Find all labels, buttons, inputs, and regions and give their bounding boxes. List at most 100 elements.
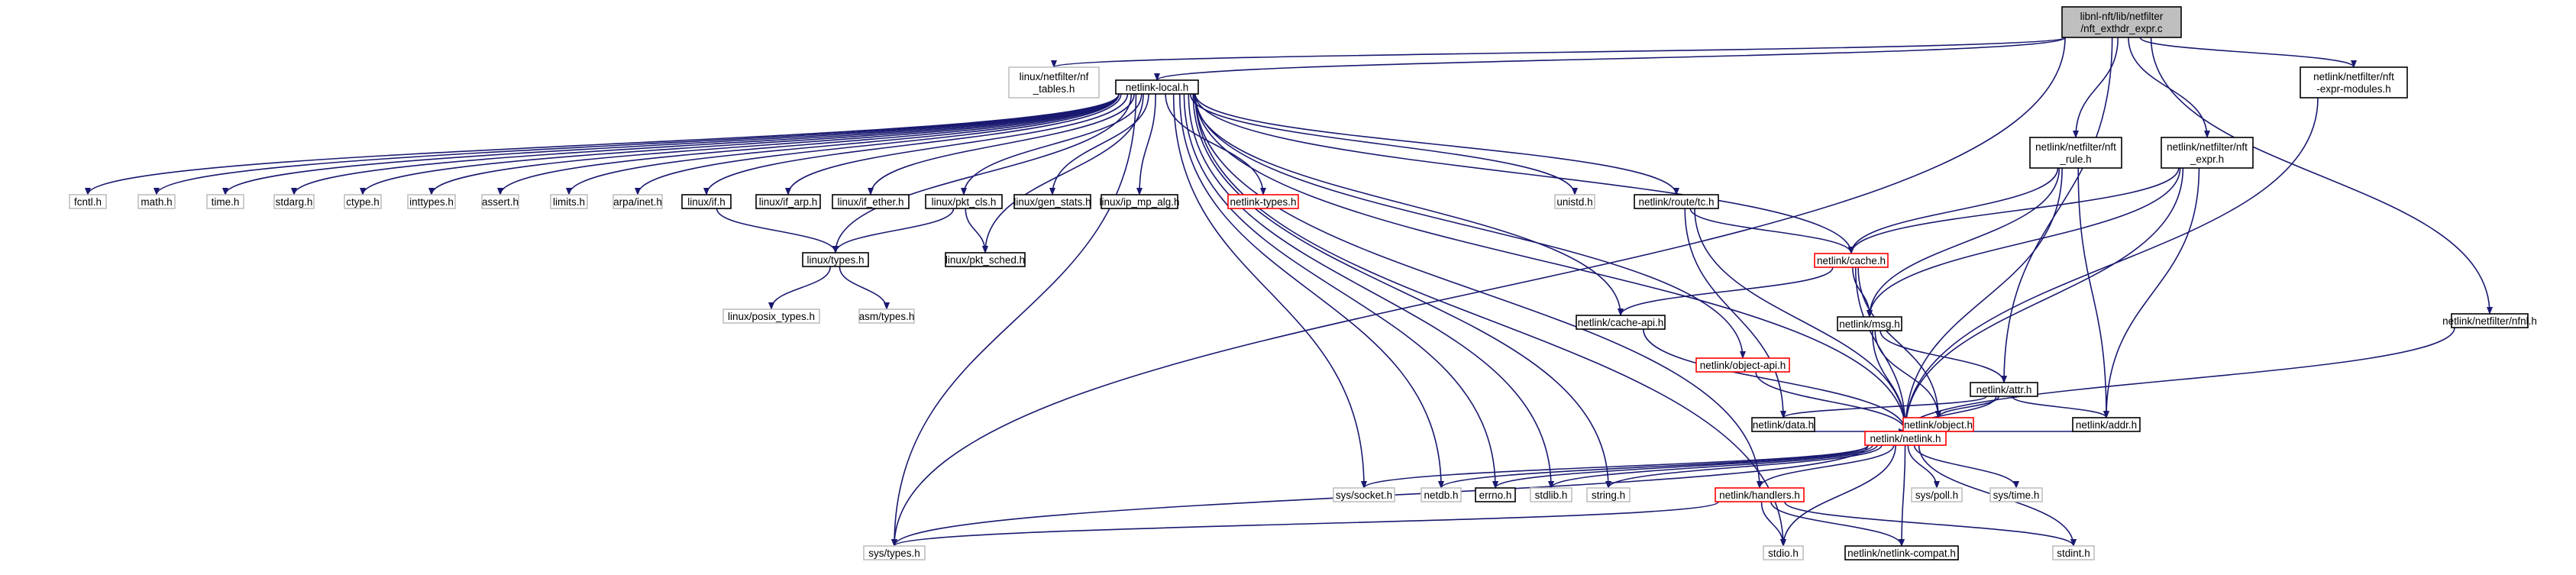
node-linux-if-arp[interactable]: linux/if_arp.h [755, 194, 821, 209]
node-object-api[interactable]: netlink/object-api.h [1695, 357, 1790, 373]
node-route-tc[interactable]: netlink/route/tc.h [1634, 194, 1719, 209]
edge-msg-to-netlink [1871, 330, 1909, 432]
node-label: netlink/netfilter/nfnl.h [2442, 315, 2537, 327]
edge-netlink_local-to-netlink_types [1165, 93, 1266, 195]
node-label: unistd.h [1556, 196, 1592, 208]
node-label: linux/posix_types.h [728, 311, 815, 322]
node-linux-types[interactable]: linux/types.h [802, 252, 869, 267]
node-label: linux/if_ether.h [837, 196, 903, 208]
edge-nft_expr-to-netlink [1902, 167, 2184, 432]
node-label: netlink/cache.h [1817, 255, 1886, 267]
node-label: netlink-local.h [1126, 82, 1189, 93]
node-label: netlink/msg.h [1839, 318, 1900, 330]
edge-netlink_local-to-stdio [1194, 93, 1786, 547]
edge-root-to-nft_expr_modules [2139, 37, 2357, 68]
edge-linux_if-to-linux_types [716, 208, 839, 254]
node-linux-ip-mp-alg[interactable]: linux/ip_mp_alg.h [1099, 194, 1180, 209]
edge-nft_expr_modules-to-netlink [1902, 97, 2319, 432]
edge-handlers-to-sys_types [891, 501, 1719, 547]
edge-linux_pkt_cls-to-linux_types [832, 208, 955, 254]
edge-netlink_local-to-linux_if_arp [785, 93, 1129, 195]
node-label: limits.h [553, 196, 585, 208]
node-label: netlink/object-api.h [1700, 360, 1786, 371]
node-label: -expr-modules.h [2316, 83, 2391, 95]
node-label: /nft_exthdr_expr.c [2080, 23, 2163, 34]
node-label: netlink/route/tc.h [1638, 196, 1714, 208]
node-linux-gen-stats[interactable]: linux/gen_stats.h [1013, 194, 1091, 209]
node-object[interactable]: netlink/object.h [1902, 417, 1974, 432]
edge-netlink_local-to-cache [1194, 93, 1854, 254]
node-label: netlink/netlink-compat.h [1847, 548, 1956, 559]
node-netlink-types[interactable]: netlink-types.h [1227, 194, 1299, 209]
node-handlers[interactable]: netlink/handlers.h [1715, 487, 1805, 502]
edge-nft_rule-to-addr [2077, 167, 2109, 418]
node-label: stdint.h [2057, 548, 2090, 559]
edge-cache_api-to-netlink [1643, 328, 1909, 432]
node-label: ctype.h [346, 196, 380, 208]
edge-netlink_local-to-linux_if_ether [868, 93, 1135, 195]
edge-linux_types-to-asm_types [839, 266, 890, 310]
edge-cache-to-object [1857, 267, 1941, 418]
node-arpa-inet: arpa/inet.h [612, 194, 663, 209]
edge-netlink_local-to-ctype [360, 93, 1120, 195]
node-label: netlink/netlink.h [1870, 433, 1941, 444]
node-cache[interactable]: netlink/cache.h [1814, 253, 1889, 268]
node-netlink-local[interactable]: netlink-local.h [1115, 79, 1199, 95]
node-label: netlink-types.h [1230, 196, 1296, 208]
edge-netlink_local-to-object_api [1194, 93, 1746, 359]
node-label: fcntl.h [74, 196, 102, 208]
edge-root-to-nfnl [2150, 37, 2493, 315]
node-nfnl[interactable]: netlink/netfilter/nfnl.h [2442, 313, 2537, 328]
node-label: assert.h [482, 196, 519, 208]
node-addr[interactable]: netlink/addr.h [2072, 417, 2141, 432]
edge-linux_types-to-linux_posix_types [768, 266, 832, 310]
edge-netlink-to-errno [1492, 444, 1873, 489]
node-label: _tables.h [1033, 83, 1075, 95]
edge-object_api-to-netlink [1755, 371, 1909, 432]
edge-root-to-nft_expr [2128, 37, 2210, 138]
node-label: stdio.h [1768, 548, 1799, 559]
edge-netlink_local-to-linux_types [832, 93, 1133, 254]
edge-nft_rule-to-cache [1848, 167, 2059, 254]
edge-handlers-to-stdio [1760, 501, 1786, 547]
node-label: sys/socket.h [1336, 489, 1392, 501]
edge-netlink_local-to-sys_socket [1172, 93, 1367, 489]
node-label: linux/if.h [687, 196, 726, 208]
node-errno[interactable]: errno.h [1475, 487, 1516, 502]
node-linux-pkt-cls[interactable]: linux/pkt_cls.h [925, 194, 1003, 209]
node-root[interactable]: libnl-nft/lib/netfilter/nft_exthdr_expr.… [2061, 6, 2182, 38]
node-label: sys/poll.h [1915, 489, 1958, 501]
edge-root-to-nft_rule [2073, 37, 2119, 138]
node-linux-posix-types: linux/posix_types.h [722, 308, 820, 324]
node-cache-api[interactable]: netlink/cache-api.h [1576, 315, 1666, 330]
node-netlink-compat[interactable]: netlink/netlink-compat.h [1844, 545, 1959, 560]
node-time: time.h [206, 194, 244, 209]
node-label: linux/if_arp.h [759, 196, 818, 208]
edge-netlink-to-sys_poll [1907, 444, 1940, 489]
node-sys-poll: sys/poll.h [1911, 487, 1963, 502]
node-label: netlink/netfilter/nft [2313, 71, 2394, 82]
node-data[interactable]: netlink/data.h [1751, 417, 1815, 432]
edge-netlink_local-to-limits [566, 93, 1120, 195]
node-linux-if[interactable]: linux/if.h [681, 194, 732, 209]
node-nft-expr-modules[interactable]: netlink/netfilter/nft-expr-modules.h [2300, 66, 2408, 99]
node-linux-pkt-sched[interactable]: linux/pkt_sched.h [945, 252, 1026, 267]
node-msg[interactable]: netlink/msg.h [1837, 316, 1902, 331]
edge-netlink_local-to-stdlib [1188, 93, 1554, 489]
node-label: netlink/netfilter/nft [2035, 141, 2116, 153]
edge-netlink-to-netdb [1438, 444, 1870, 489]
edge-netlink_local-to-errno [1183, 93, 1498, 489]
node-nft-rule[interactable]: netlink/netfilter/nft_rule.h [2029, 137, 2122, 169]
edge-attr-to-addr [2011, 396, 2109, 418]
node-label: linux/gen_stats.h [1013, 196, 1091, 208]
node-netlink[interactable]: netlink/netlink.h [1864, 431, 1947, 446]
node-label: string.h [1592, 489, 1625, 501]
node-linux-if-ether[interactable]: linux/if_ether.h [832, 194, 910, 209]
node-label: math.h [141, 196, 172, 208]
node-label: libnl-nft/lib/netfilter [2080, 11, 2164, 22]
edge-netlink_local-to-route_tc [1194, 93, 1679, 195]
node-nft-expr[interactable]: netlink/netfilter/nft_expr.h [2161, 137, 2254, 169]
node-stdarg: stdarg.h [273, 194, 315, 209]
node-attr[interactable]: netlink/attr.h [1970, 382, 2038, 397]
